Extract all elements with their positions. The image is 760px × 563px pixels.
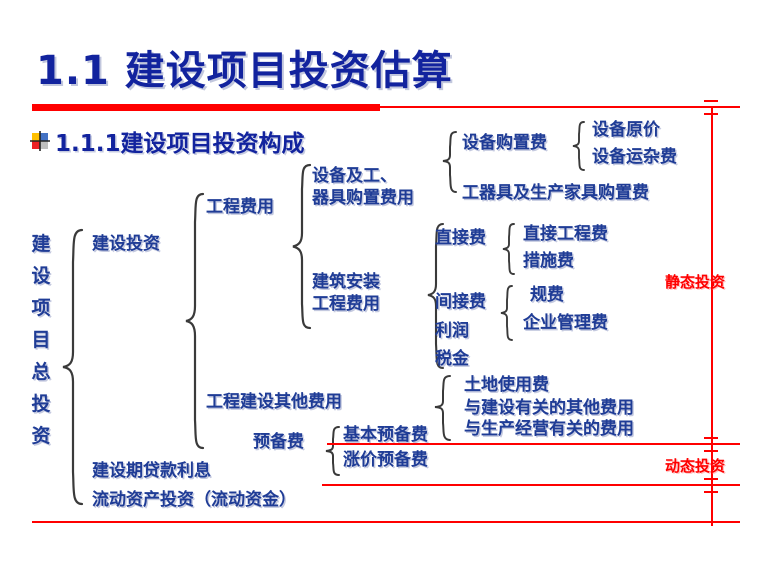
node-建设投资: 建设投资 — [92, 234, 160, 254]
node-设备运杂费: 设备运杂费 — [592, 147, 677, 167]
node-利润: 利润 — [435, 321, 469, 341]
red-tick-top2 — [704, 113, 718, 115]
node-建筑安装工程费用: 建筑安装 工程费用 — [312, 272, 380, 314]
red-tick-mid2 — [704, 450, 718, 452]
node-设备原价: 设备原价 — [592, 120, 660, 140]
brace-indirect-cost — [498, 284, 514, 342]
root-char: 目 — [31, 329, 51, 351]
brace-reserve-cost — [323, 425, 341, 477]
label-静态投资: 静态投资 — [665, 273, 726, 291]
brace-engineering-cost — [290, 163, 312, 330]
root-char: 总 — [31, 361, 51, 383]
node-直接工程费: 直接工程费 — [523, 224, 608, 244]
node-工器具及生产家具购置费: 工器具及生产家具购置费 — [462, 183, 649, 203]
root-char: 建 — [31, 233, 51, 255]
node-税金: 税金 — [435, 349, 469, 369]
node-涨价预备费: 涨价预备费 — [343, 450, 428, 470]
brace-other-cost — [432, 374, 452, 442]
node-预备费: 预备费 — [253, 432, 304, 452]
node-直接费: 直接费 — [435, 228, 486, 248]
node-工程费用: 工程费用 — [206, 197, 274, 217]
node-工程建设其他费用: 工程建设其他费用 — [206, 392, 342, 412]
node-规费: 规费 — [530, 285, 564, 305]
red-tick-top — [704, 100, 718, 102]
brace-root — [60, 228, 84, 506]
root-char: 资 — [31, 425, 51, 447]
section-subtitle: 1.1.1建设项目投资构成 — [55, 131, 305, 157]
red-divider-dynamic-bottom — [322, 484, 740, 486]
red-divider-static-dynamic — [327, 443, 740, 445]
red-tick-low — [704, 478, 718, 480]
node-设备及工器具购置费用: 设备及工、 器具购置费用 — [312, 166, 414, 208]
brace-construction-install — [425, 222, 445, 370]
page-title: 1.1 建设项目投资估算 — [36, 48, 453, 94]
red-tick-low2 — [704, 491, 718, 493]
root-char: 设 — [31, 265, 51, 287]
red-divider-bottom — [32, 521, 740, 523]
title-rule-thin — [380, 106, 740, 108]
node-流动资产投资: 流动资产投资（流动资金） — [92, 490, 296, 510]
node-企业管理费: 企业管理费 — [523, 313, 608, 333]
node-设备购置费: 设备购置费 — [462, 133, 547, 153]
root-label-建设项目总投资: 建 设 项 目 总 投 资 — [28, 228, 54, 452]
root-char: 项 — [31, 297, 51, 319]
colored-squares-bullet-icon — [29, 130, 51, 152]
node-措施费: 措施费 — [523, 251, 574, 271]
title-rule-thick — [32, 104, 380, 111]
node-间接费: 间接费 — [435, 292, 486, 312]
node-与生产经营有关的费用: 与生产经营有关的费用 — [464, 419, 634, 439]
brace-construction-investment — [183, 192, 205, 450]
node-基本预备费: 基本预备费 — [343, 425, 428, 445]
root-char: 投 — [31, 393, 51, 415]
node-土地使用费: 土地使用费 — [464, 375, 549, 395]
red-tick-mid — [704, 437, 718, 439]
brace-direct-cost — [500, 222, 516, 276]
red-vertical-axis — [711, 106, 713, 526]
brace-equipment-tools — [440, 130, 458, 194]
node-建设期贷款利息: 建设期贷款利息 — [92, 461, 211, 481]
brace-equipment-purchase — [570, 120, 586, 172]
node-与建设有关的其他费用: 与建设有关的其他费用 — [464, 398, 634, 418]
label-动态投资: 动态投资 — [665, 457, 726, 475]
